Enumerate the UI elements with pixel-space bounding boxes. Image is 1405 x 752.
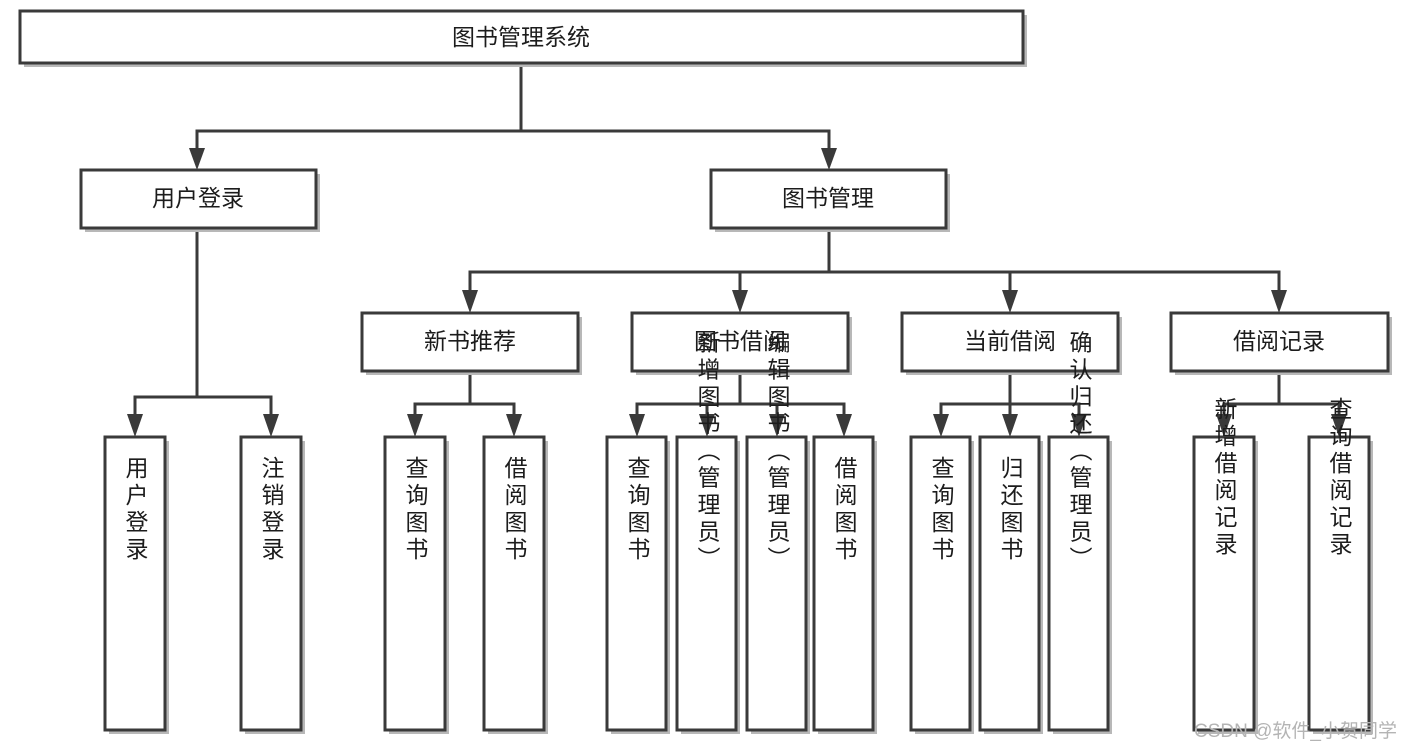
node-user-login[interactable]: 用户登录 [79, 168, 320, 232]
arrowhead-leaf-logout [263, 414, 279, 437]
leaf-node-query-borrow-record[interactable]: 查询借阅记录 [1307, 397, 1373, 734]
arrowhead-bookborrow-leaf-2 [699, 414, 715, 437]
node-box [745, 435, 808, 732]
node-label: 归还图书 [997, 456, 1024, 564]
node-box [1047, 435, 1110, 732]
node-book-manage[interactable]: 图书管理 [709, 168, 950, 232]
leaf-node-add-borrow-record[interactable]: 新增借阅记录 [1192, 397, 1258, 734]
arrowhead-currentborrow-leaf-1 [933, 414, 949, 437]
arrowhead-book-manage [821, 148, 837, 170]
node-box [1169, 311, 1390, 373]
node-box [1192, 435, 1256, 732]
node-label: 当前借阅 [964, 328, 1056, 354]
arrowhead-currentborrow-leaf-3 [1071, 414, 1087, 437]
node-box [482, 435, 546, 732]
node-box [978, 435, 1041, 732]
node-new-book-recommend[interactable]: 新书推荐 [360, 311, 582, 375]
node-label: 查询图书 [928, 456, 955, 564]
node-box [675, 435, 738, 732]
node-label: 新增借阅记录 [1211, 397, 1238, 559]
node-box [103, 435, 167, 732]
arrowhead-user-login [189, 148, 205, 170]
arrowhead-bookborrow-leaf-4 [836, 414, 852, 437]
node-label: 编辑图书（管理员） [764, 331, 791, 574]
leaf-node-borrow-book[interactable]: 借阅图书 [812, 435, 877, 734]
leaf-node-return-book[interactable]: 归还图书 [978, 435, 1043, 734]
node-label: 借阅图书 [501, 456, 528, 564]
arrowhead-new-book [462, 290, 478, 313]
arrowhead-borrowrecord-leaf-2 [1331, 414, 1347, 437]
node-box [18, 9, 1025, 65]
arrowhead-newbook-leaf-1 [407, 414, 423, 437]
leaf-node-query-book-recommend[interactable]: 查询图书 [383, 435, 449, 734]
leaf-node-query-book-current[interactable]: 查询图书 [909, 435, 974, 734]
node-box [909, 435, 972, 732]
arrowhead-current-borrow [1002, 290, 1018, 313]
node-label: 图书管理 [782, 185, 874, 211]
node-label: 图书管理系统 [452, 24, 590, 50]
arrowhead-bookborrow-leaf-1 [629, 414, 645, 437]
leaf-node-user-login[interactable]: 用户登录 [103, 435, 169, 734]
node-label: 用户登录 [122, 456, 149, 564]
node-label: 查询借阅记录 [1326, 397, 1353, 559]
node-book-borrow[interactable]: 图书借阅 [630, 311, 852, 375]
node-box [900, 311, 1120, 373]
node-borrow-record[interactable]: 借阅记录 [1169, 311, 1392, 375]
node-label: 借阅图书 [831, 456, 858, 564]
node-label: 图书借阅 [694, 328, 786, 354]
node-box [605, 435, 668, 732]
arrowhead-borrow-record [1271, 290, 1287, 313]
arrowhead-currentborrow-leaf-2 [1002, 414, 1018, 437]
arrowhead-leaf-user-login [127, 414, 143, 437]
node-label: 注销登录 [258, 456, 285, 564]
node-label: 借阅记录 [1233, 328, 1325, 354]
leaf-node-logout[interactable]: 注销登录 [239, 435, 305, 734]
node-box [1307, 435, 1371, 732]
node-label: 确认归还（管理员） [1066, 331, 1093, 574]
node-label: 查询图书 [402, 456, 429, 564]
connector-group [127, 64, 1347, 437]
node-root-system[interactable]: 图书管理系统 [18, 9, 1027, 67]
node-box [239, 435, 303, 732]
leaf-node-confirm-return-admin[interactable]: 确认归还（管理员） [1047, 331, 1112, 735]
leaf-node-add-book-admin[interactable]: 新增图书（管理员） [675, 331, 740, 735]
node-box [79, 168, 318, 230]
node-label: 用户登录 [152, 185, 244, 211]
node-label: 查询图书 [624, 456, 651, 564]
arrowhead-bookborrow-leaf-3 [769, 414, 785, 437]
node-box [630, 311, 850, 373]
arrowhead-book-borrow [732, 290, 748, 313]
arrowhead-newbook-leaf-2 [506, 414, 522, 437]
leaf-node-query-book-borrow[interactable]: 查询图书 [605, 435, 670, 734]
leaf-node-edit-book-admin[interactable]: 编辑图书（管理员） [745, 331, 810, 735]
node-box [709, 168, 948, 230]
node-box [812, 435, 875, 732]
node-label: 新增图书（管理员） [694, 331, 721, 574]
node-box [360, 311, 580, 373]
node-label: 新书推荐 [424, 328, 516, 354]
leaf-node-borrow-book-recommend[interactable]: 借阅图书 [482, 435, 548, 734]
node-current-borrow[interactable]: 当前借阅 [900, 311, 1122, 375]
node-box [383, 435, 447, 732]
arrowhead-borrowrecord-leaf-1 [1216, 414, 1232, 437]
